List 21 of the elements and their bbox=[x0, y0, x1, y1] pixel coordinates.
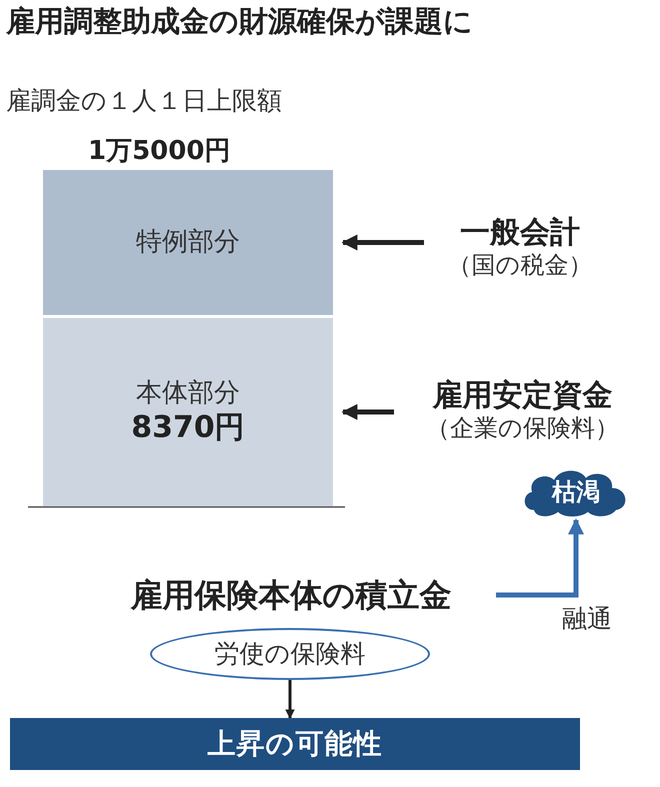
label-text: 8370円 bbox=[131, 410, 245, 446]
label-text: 上昇の可能性 bbox=[208, 727, 382, 761]
arrow bbox=[285, 680, 295, 719]
bar-segment bbox=[43, 170, 333, 315]
arrow bbox=[496, 518, 584, 598]
label-text: 本体部分 bbox=[136, 378, 240, 410]
label-text: 雇調金の１人１日上限額 bbox=[6, 86, 282, 116]
note-text: （企業の保険料） bbox=[426, 414, 619, 443]
source-text: 雇用安定資金 bbox=[432, 378, 612, 414]
bar-segment bbox=[43, 318, 333, 506]
label-text: 労使の保険料 bbox=[214, 639, 366, 669]
label-text: 枯渇 bbox=[552, 478, 600, 506]
arrow bbox=[341, 404, 394, 420]
label-text: 特例部分 bbox=[136, 226, 240, 258]
result-bar bbox=[10, 718, 580, 770]
heading-text: 雇用保険本体の積立金 bbox=[130, 576, 452, 614]
value-label: 1万5000円 bbox=[88, 136, 230, 168]
title: 雇用調整助成金の財源確保が課題に bbox=[6, 4, 473, 39]
source-text: 一般会計 bbox=[460, 215, 580, 252]
note-text: （国の税金） bbox=[448, 251, 592, 280]
arrow bbox=[341, 234, 424, 250]
